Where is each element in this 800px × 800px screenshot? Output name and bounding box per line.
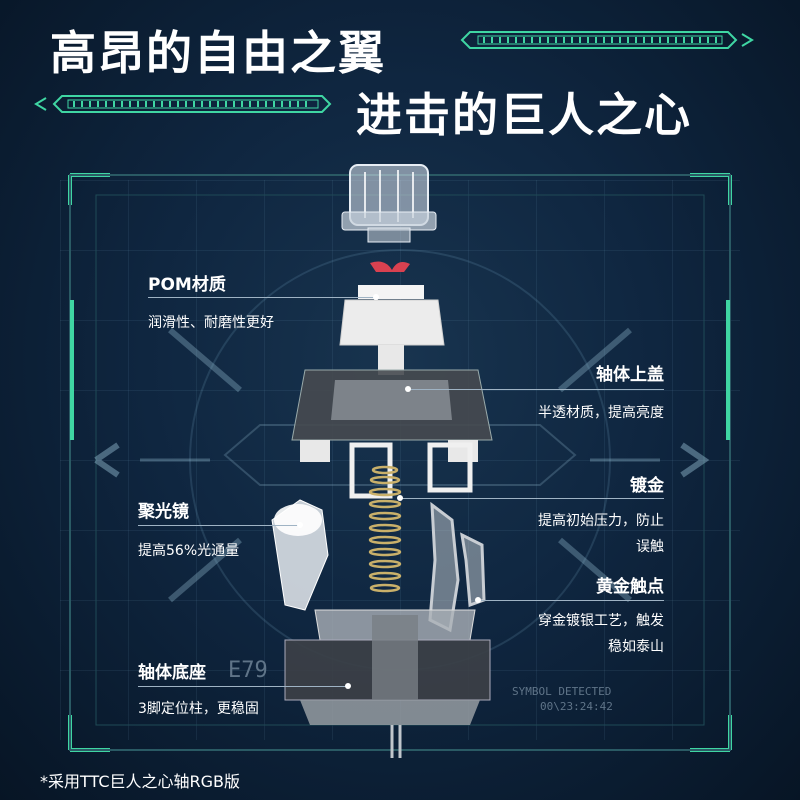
hud-code: E79	[228, 658, 268, 683]
light-pipe-cap	[341, 164, 437, 243]
callout-pom-desc: 润滑性、耐磨性更好	[148, 315, 274, 331]
callout-gold-plating-desc-line2: 误触	[636, 539, 664, 555]
callout-gold-contact-title: 黄金触点	[596, 577, 664, 597]
hud-symbol-detected: SYMBOL DETECTED	[512, 685, 612, 698]
contact-leaves	[428, 501, 486, 633]
red-dampener	[370, 261, 410, 272]
leader-bottom-housing	[138, 686, 348, 687]
leader-dot-gold-plating	[397, 495, 403, 501]
callout-bottom-housing-desc: 3脚定位柱，更稳固	[138, 701, 259, 717]
callout-gold-plating-title: 镀金	[630, 476, 664, 496]
callout-gold-plating-desc-line1: 提高初始压力，防止	[538, 513, 664, 529]
leader-dot-lens	[297, 522, 303, 528]
leader-top-housing	[408, 389, 664, 390]
callout-pom-title: POM材质	[148, 275, 226, 295]
callout-bottom-housing-title: 轴体底座	[138, 663, 206, 683]
leader-lens	[138, 525, 300, 526]
callout-gold-contact-desc-line1: 穿金镀银工艺，触发	[538, 613, 664, 629]
lens	[271, 499, 329, 611]
callout-gold-contact-desc-line2: 稳如泰山	[608, 639, 664, 655]
headline-line2: 进击的巨人之心	[356, 88, 692, 142]
callout-gold-contact-desc: 穿金镀银工艺，触发 稳如泰山	[538, 608, 664, 660]
callout-top-housing-desc: 半透材质，提高亮度	[538, 405, 664, 421]
leader-dot-bottom-housing	[345, 683, 351, 689]
pom-stem	[339, 285, 445, 375]
callout-lens-title: 聚光镜	[138, 502, 189, 522]
headline-line1: 高昂的自由之翼	[50, 26, 386, 80]
hud-time: 00\23:24:42	[540, 700, 613, 713]
bottom-housing	[284, 609, 491, 758]
callout-top-housing-title: 轴体上盖	[596, 365, 664, 385]
leader-pom	[148, 297, 376, 298]
gold-spring	[368, 465, 402, 593]
top-housing	[291, 369, 493, 499]
leader-dot-top-housing	[405, 386, 411, 392]
callout-gold-plating-desc: 提高初始压力，防止 误触	[538, 508, 664, 560]
leader-gold-contact	[478, 600, 664, 601]
footnote: *采用TTC巨人之心轴RGB版	[40, 772, 240, 791]
leader-gold-plating	[400, 498, 664, 499]
callout-lens-desc: 提高56%光通量	[138, 543, 240, 559]
leader-dot-gold-contact	[475, 597, 481, 603]
leader-dot-pom	[373, 294, 379, 300]
